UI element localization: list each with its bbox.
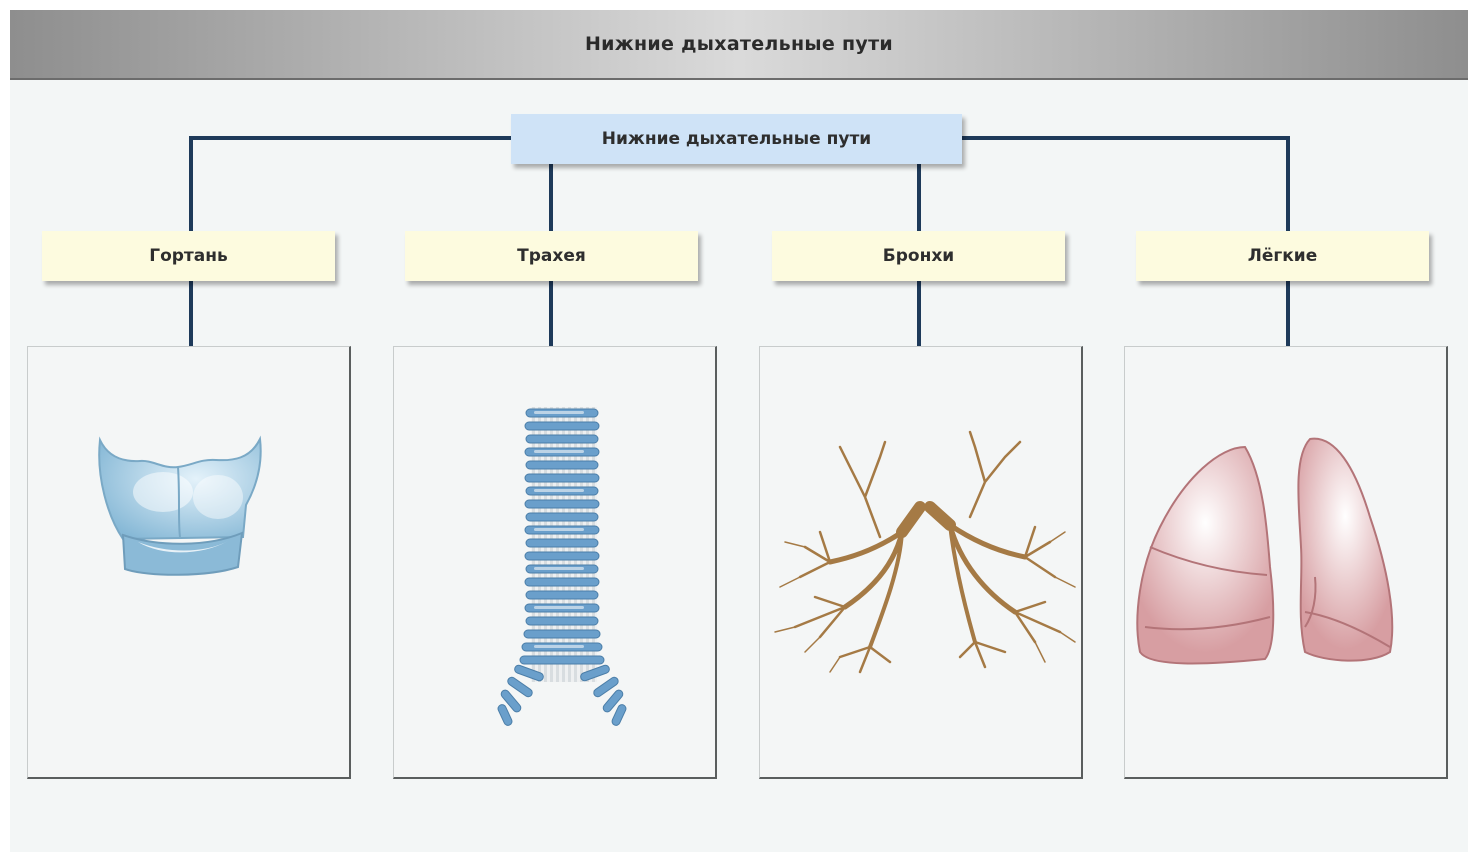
connector-root-to-lungs <box>962 138 1288 231</box>
node-larynx-label: Гортань <box>149 246 228 266</box>
larynx-illustration <box>28 347 352 780</box>
node-lungs-label: Лёгкие <box>1248 246 1318 266</box>
node-lungs: Лёгкие <box>1136 231 1429 281</box>
panel-trachea <box>393 346 717 779</box>
trachea-illustration <box>394 347 718 780</box>
connector-root-to-larynx <box>191 138 511 231</box>
slide: Нижние дыхательные пути Нижние дыхательн… <box>10 10 1468 852</box>
root-node: Нижние дыхательные пути <box>511 114 962 164</box>
node-larynx: Гортань <box>42 231 335 281</box>
node-bronchi-label: Бронхи <box>883 246 954 266</box>
panel-lungs <box>1124 346 1448 779</box>
panel-bronchi <box>759 346 1083 779</box>
node-trachea: Трахея <box>405 231 698 281</box>
node-trachea-label: Трахея <box>517 246 586 266</box>
bronchi-illustration <box>760 347 1084 780</box>
node-bronchi: Бронхи <box>772 231 1065 281</box>
lungs-illustration <box>1125 347 1449 780</box>
root-node-label: Нижние дыхательные пути <box>602 129 871 149</box>
panel-larynx <box>27 346 351 779</box>
